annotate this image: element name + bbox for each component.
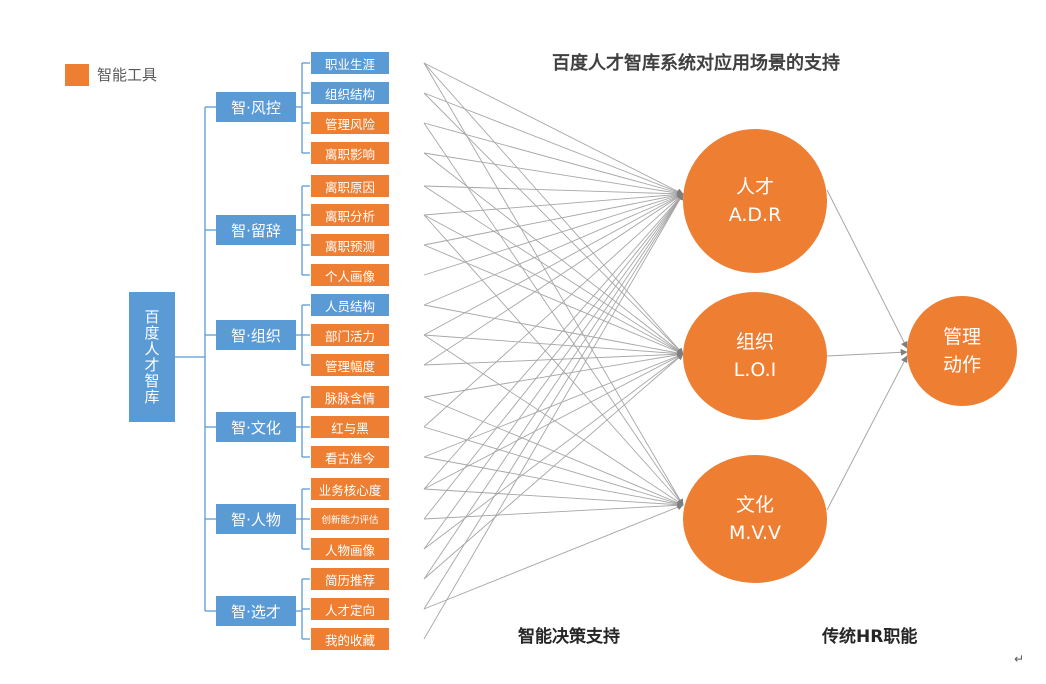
relation-line xyxy=(423,192,684,276)
relation-line xyxy=(423,353,684,458)
legend-swatch xyxy=(65,64,89,86)
relation-line xyxy=(423,193,684,550)
category-label: 智·组织 xyxy=(231,326,281,345)
tool-item: 组织结构 xyxy=(310,81,390,105)
tool-item: 简历推荐 xyxy=(310,567,390,591)
relation-line xyxy=(423,185,684,197)
category-label: 智·人物 xyxy=(231,510,281,529)
category-label: 智·文化 xyxy=(231,418,281,437)
relation-line xyxy=(423,62,684,355)
relation-line xyxy=(423,92,684,355)
tool-item: 看古准今 xyxy=(310,445,390,469)
tool-item: 人才定向 xyxy=(310,597,390,621)
relation-line xyxy=(423,353,684,580)
circle-organization: 组织 L.O.I xyxy=(683,292,827,420)
relation-line xyxy=(423,502,684,520)
tool-item: 管理风险 xyxy=(310,111,390,135)
category-node-retention: 智·留辞 xyxy=(216,215,296,245)
relation-line xyxy=(826,189,908,349)
category-label: 智·风控 xyxy=(231,98,281,117)
tool-item: 离职影响 xyxy=(310,141,390,165)
relation-line xyxy=(423,152,684,197)
tool-item: 离职预测 xyxy=(310,233,390,257)
tool-item: 创新能力评估 xyxy=(310,507,390,531)
tool-item: 红与黑 xyxy=(310,415,390,439)
relation-line xyxy=(423,62,684,195)
tool-item: 部门活力 xyxy=(310,323,390,347)
category-node-organization: 智·组织 xyxy=(216,320,296,350)
relation-line xyxy=(423,193,684,336)
relation-line xyxy=(423,353,684,550)
footer-left-label: 智能决策支持 xyxy=(518,627,620,647)
relation-line xyxy=(423,122,684,196)
relation-line xyxy=(423,92,684,195)
relation-line xyxy=(423,214,684,355)
relation-line xyxy=(423,351,684,366)
relation-line xyxy=(423,193,684,580)
circle-talent: 人才 A.D.R xyxy=(683,129,827,273)
relation-line xyxy=(423,193,684,366)
category-node-talent-selection: 智·选才 xyxy=(216,596,296,626)
tool-item: 脉脉含情 xyxy=(310,385,390,409)
tool-item: 离职分析 xyxy=(310,203,390,227)
tool-item: 个人画像 xyxy=(310,263,390,287)
relation-line xyxy=(423,456,684,508)
relation-line xyxy=(423,244,684,355)
relation-line xyxy=(423,193,684,306)
relation-line xyxy=(423,152,684,355)
tool-item: 人物画像 xyxy=(310,537,390,561)
relation-line xyxy=(826,355,908,511)
tool-item: 离职原因 xyxy=(310,174,390,198)
relation-line xyxy=(423,334,684,357)
circle-title: 管理 xyxy=(942,326,981,348)
tool-item: 人员结构 xyxy=(310,293,390,317)
relation-line xyxy=(423,185,684,355)
circle-code: M.V.V xyxy=(728,522,782,544)
circle-management-action: 管理 动作 xyxy=(907,296,1017,406)
relation-line xyxy=(423,193,684,520)
relation-line xyxy=(826,348,908,357)
relation-line xyxy=(423,304,684,357)
circle-title: 人才 xyxy=(735,176,774,198)
category-label: 智·选才 xyxy=(231,602,281,621)
category-node-culture: 智·文化 xyxy=(216,412,296,442)
relation-line xyxy=(423,193,684,610)
relation-line xyxy=(423,193,684,490)
circle-code: L.O.I xyxy=(733,359,777,381)
tool-item: 职业生涯 xyxy=(310,51,390,75)
root-node: 百度人才智库 xyxy=(129,292,175,422)
circle-code: A.D.R xyxy=(728,204,782,226)
relation-line xyxy=(423,353,684,490)
circle-title: 文化 xyxy=(735,494,774,516)
tool-item: 管理幅度 xyxy=(310,353,390,377)
relation-line xyxy=(423,193,684,428)
circle-title: 组织 xyxy=(735,331,774,353)
relation-line xyxy=(423,191,684,216)
footer-right-label: 传统HR职能 xyxy=(822,627,918,647)
tool-item: 业务核心度 xyxy=(310,477,390,501)
tool-item: 我的收藏 xyxy=(310,627,390,651)
relation-line xyxy=(423,488,684,508)
root-label: 百度人才智库 xyxy=(142,309,161,405)
category-node-people: 智·人物 xyxy=(216,504,296,534)
circle-title: 动作 xyxy=(942,354,981,376)
corner-mark: ↵ xyxy=(1014,652,1025,666)
category-label: 智·留辞 xyxy=(231,221,281,240)
legend-label: 智能工具 xyxy=(97,66,158,84)
category-node-risk-control: 智·风控 xyxy=(216,92,296,122)
relation-line xyxy=(423,192,684,246)
diagram-title: 百度人才智库系统对应用场景的支持 xyxy=(552,53,840,74)
circle-culture: 文化 M.V.V xyxy=(683,455,827,583)
relation-line xyxy=(423,504,684,610)
relation-line xyxy=(423,193,684,640)
relation-line xyxy=(423,351,684,398)
